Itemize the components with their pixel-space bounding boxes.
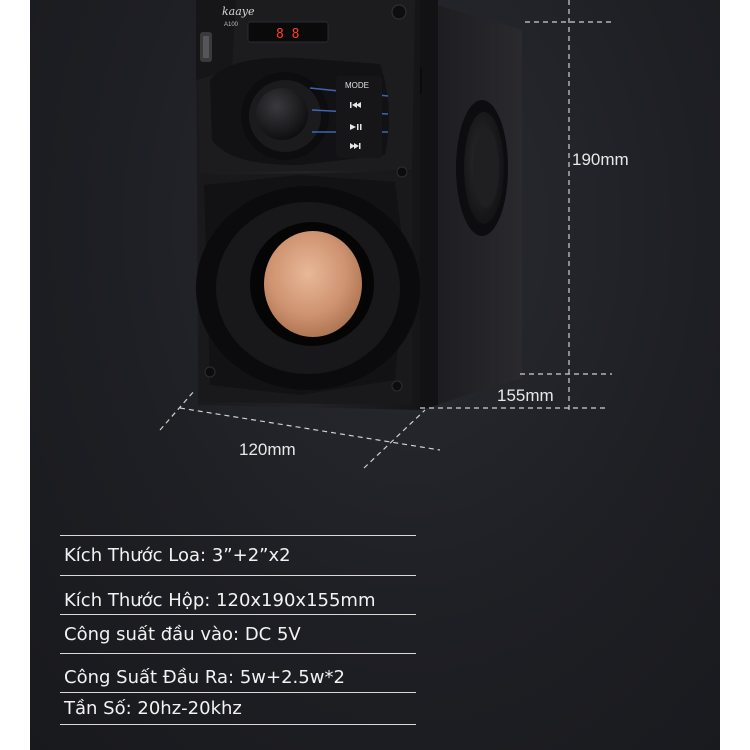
prev-icon (350, 102, 361, 108)
spec-label: Kích Thước Loa: (64, 545, 207, 566)
depth-dimension-label: 155mm (497, 386, 554, 405)
spec-label: Tần Số: (64, 698, 132, 719)
led-display (247, 21, 329, 43)
spec-label: Công suất đầu vào: (64, 623, 240, 645)
volume-knob (256, 88, 308, 140)
spec-row-box-size: Kích Thước Hộp: 120x190x155mm (60, 575, 416, 614)
height-dimension-label: 190mm (572, 150, 629, 169)
speaker-side-panel (414, 0, 522, 410)
spec-table: Kích Thước Loa: 3”+2”x2 Kích Thước Hộp: … (60, 535, 416, 725)
spec-label: Công Suất Đầu Ra: (64, 666, 235, 688)
width-dimension-label: 120mm (239, 440, 296, 459)
spec-row-output-power: Công Suất Đầu Ra: 5w+2.5w*2 (60, 653, 416, 692)
spec-value: DC 5V (244, 623, 301, 645)
mode-label: MODE (345, 81, 369, 90)
speaker-front-body: kaaye A100 8 8 MODE (196, 0, 420, 410)
brand-logo: kaaye (222, 5, 255, 18)
next-icon (350, 143, 361, 149)
play-pause-icon (350, 124, 362, 130)
control-panel (336, 76, 382, 158)
spec-row-input-power: Công suất đầu vào: DC 5V (60, 614, 416, 653)
spec-row-frequency: Tần Số: 20hz-20khz (60, 692, 416, 725)
spec-value: 120x190x155mm (216, 589, 376, 611)
display-readout: 8 8 (276, 27, 299, 42)
spec-label: Kích Thước Hộp: (64, 589, 211, 611)
screw-top-right (391, 4, 407, 20)
dimension-lines (159, 0, 612, 469)
model-label: A100 (224, 22, 239, 28)
spec-value: 3”+2”x2 (211, 545, 291, 566)
spec-row-speaker-size: Kích Thước Loa: 3”+2”x2 (60, 535, 416, 575)
spec-value: 5w+2.5w*2 (239, 666, 345, 688)
woofer-cone (264, 231, 362, 337)
spec-value: 20hz-20khz (137, 698, 242, 719)
